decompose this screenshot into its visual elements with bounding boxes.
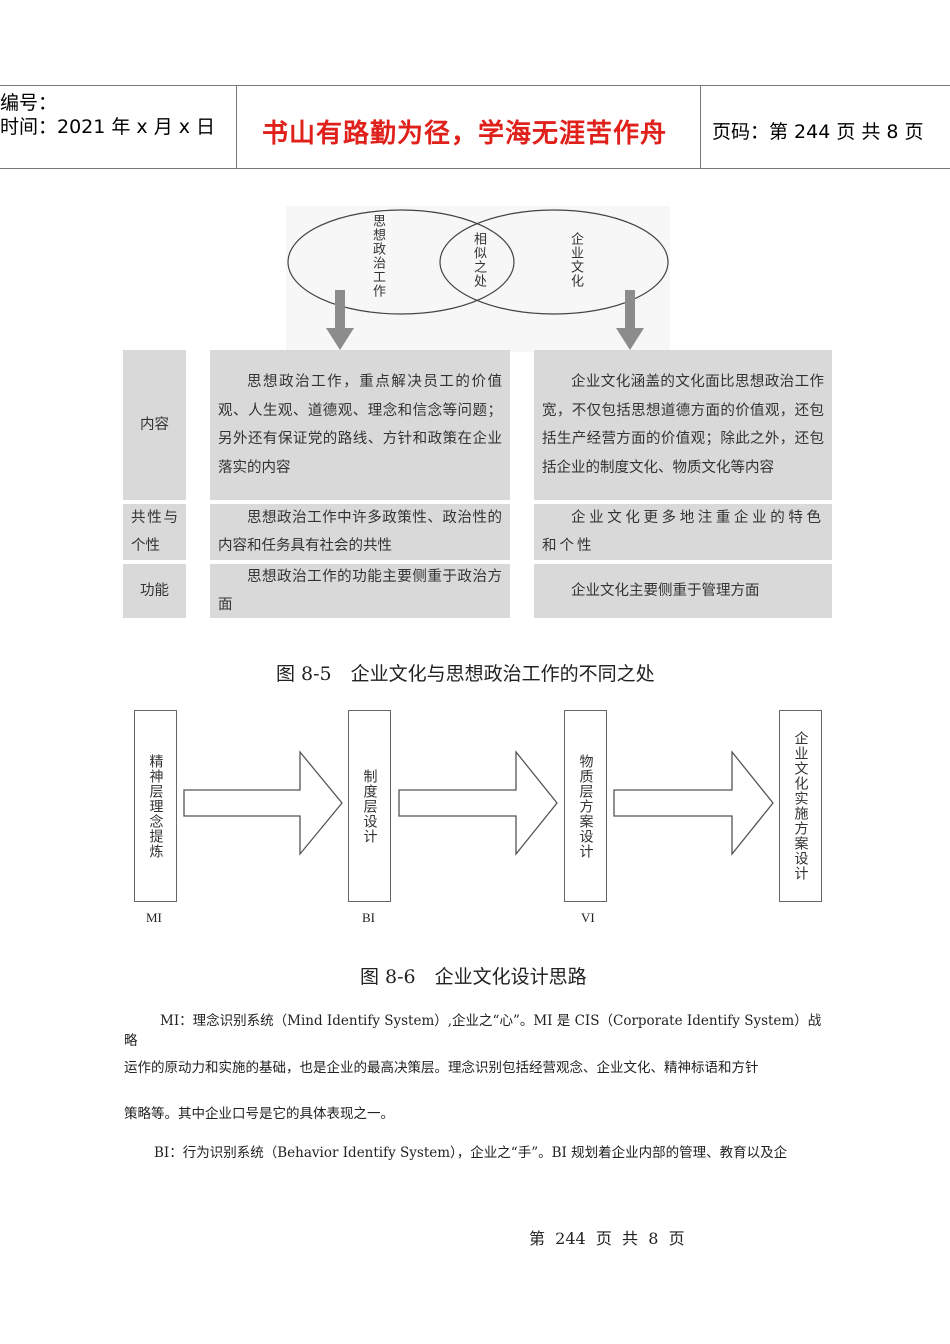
header-bottom-rule [0,168,950,169]
header-divider [700,85,701,169]
body-paragraph-line: 运作的原动力和实施的基础，也是企业的最高决策层。理念识别包括经营观念、企业文化、… [124,1060,759,1076]
body-paragraph-line: 策略等。其中企业口号是它的具体表现之一。 [124,1106,394,1122]
venn-right-label: 企业文化 [568,232,583,288]
flow-label-bi: BI [362,910,375,925]
venn-left-label: 思想政治工作 [370,214,385,298]
row-label-commonality: 共性与个性 [123,504,186,560]
arrow-right-icon [183,750,343,856]
venn-diagram [286,206,670,352]
cell-function-left: 思想政治工作的功能主要侧重于政治方面 [210,564,510,618]
cell-content-left: 思想政治工作，重点解决员工的价值观、人生观、道德观、理念和信念等问题；另外还有保… [210,350,510,500]
row-label-function: 功能 [123,564,186,618]
cell-content-right: 企业文化涵盖的文化面比思想政治工作宽，不仅包括思想道德方面的价值观，还包括生产经… [534,350,832,500]
flow-step-mi: 精神层理念提炼 [134,710,177,902]
arrow-right-icon [398,750,558,856]
cell-commonality-right: 企业文化更多地注重企业的特色和个性 [534,504,832,560]
arrow-right-icon [613,750,774,856]
flow-step-bi: 制度层设计 [348,710,391,902]
right-ellipse [439,209,669,315]
page-indicator: 页码：第 244 页 共 8 页 [712,121,924,143]
flow-arrows [183,750,774,856]
header-top-rule [0,85,950,86]
flow-step-implementation: 企业文化实施方案设计 [779,710,822,902]
body-paragraph-line: BI：行为识别系统（Behavior Identify System），企业之“… [154,1145,788,1161]
venn-middle-label: 相似之处 [471,232,486,288]
motto: 书山有路勤为径，学海无涯苦作舟 [262,119,668,149]
body-paragraph-line: MI：理念识别系统（Mind Identify System）,企业之“心”。M… [124,1013,822,1049]
cell-function-right: 企业文化主要侧重于管理方面 [534,564,832,618]
figure-caption: 图 8-5 企业文化与思想政治工作的不同之处 [276,663,655,685]
cell-commonality-left: 思想政治工作中许多政策性、政治性的内容和任务具有社会的共性 [210,504,510,560]
header-divider [236,85,237,169]
arrow-down-icon [326,290,354,350]
flow-label-mi: MI [146,910,162,925]
row-label-content: 内容 [123,350,186,500]
arrow-down-icon [616,290,644,350]
left-ellipse [287,209,515,315]
flow-step-vi: 物质层方案设计 [564,710,607,902]
doc-number: 编号： [0,92,58,114]
page-footer: 第 244 页 共 8 页 [529,1229,685,1248]
flow-label-vi: VI [581,910,595,925]
doc-time: 时间：2021 年 x 月 x 日 [0,116,216,138]
figure-caption: 图 8-6 企业文化设计思路 [360,966,587,988]
